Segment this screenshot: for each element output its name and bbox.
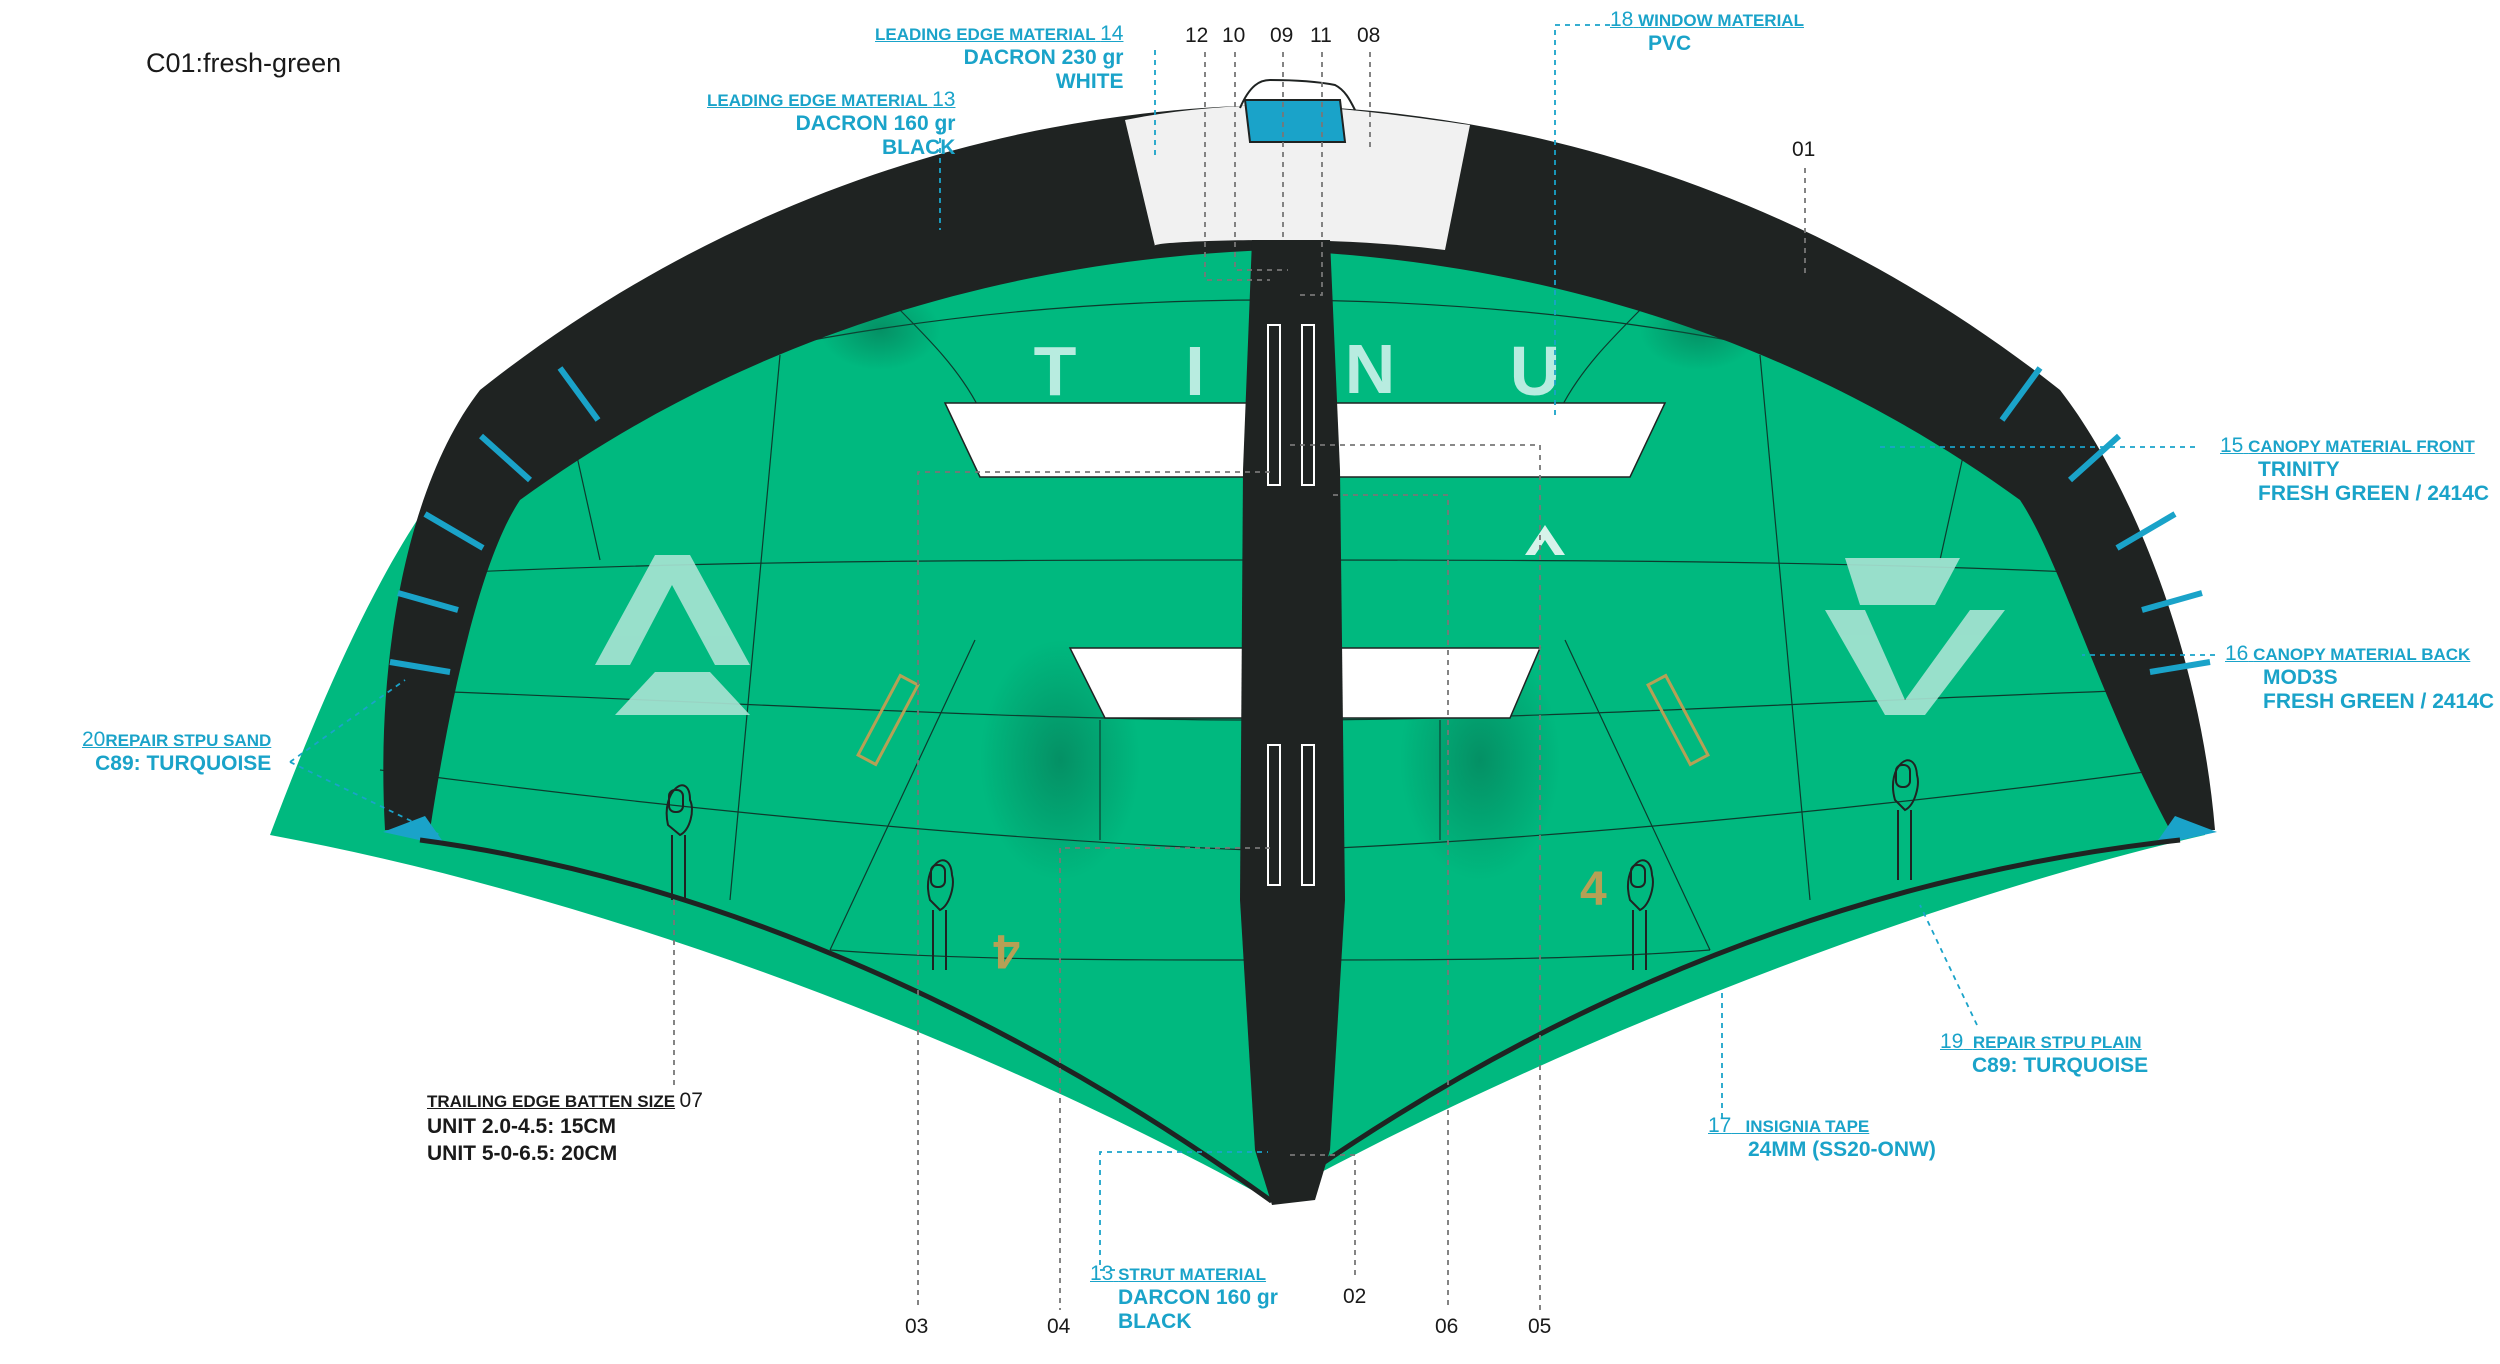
center-strut <box>1240 240 1345 1205</box>
strut-slots <box>1267 324 1315 886</box>
label-line: PVC <box>1648 32 1692 56</box>
brand-mark-small <box>1525 525 1565 555</box>
label-number: 13 <box>932 88 956 111</box>
label-line: BLACK <box>881 136 956 160</box>
part-number-02: 02 <box>1343 1285 1367 1308</box>
insignia-wordmarks <box>856 673 1710 767</box>
turquoise-bands <box>389 366 2211 675</box>
label-canopy-back: 16 CANOPY MATERIAL BACK MOD3S FRESH GREE… <box>2225 642 2494 714</box>
brand-logo-left <box>595 555 750 715</box>
valve-handle <box>1239 78 1356 111</box>
part-number-08: 08 <box>1357 24 1381 47</box>
part-number-03: 03 <box>905 1315 929 1338</box>
part-number-10: 10 <box>1222 24 1246 47</box>
label-title: REPAIR STPU PLAIN <box>1972 1033 2142 1052</box>
label-number: 18 <box>1610 8 1634 31</box>
canopy-letter-i: I <box>1185 332 1204 410</box>
label-leading-edge-black: LEADING EDGE MATERIAL 13 DACRON 160 gr B… <box>707 88 955 160</box>
canopy-letter-t: T <box>1034 332 1077 410</box>
insignia-number-right: 4 <box>1580 863 1607 916</box>
label-line: MOD3S <box>2263 666 2338 690</box>
label-title: CANOPY MATERIAL FRONT <box>2248 437 2475 456</box>
label-title: LEADING EDGE MATERIAL <box>875 25 1096 44</box>
label-title: REPAIR STPU SAND <box>105 731 272 750</box>
label-line: C89: TURQUOISE <box>95 752 272 776</box>
label-number: 19 <box>1940 1030 1964 1053</box>
label-canopy-front: 15 CANOPY MATERIAL FRONT TRINITY FRESH G… <box>2220 434 2489 506</box>
batten-line: UNIT 2.0-4.5: 15CM <box>427 1115 617 1138</box>
repair-patch-right <box>2154 816 2217 846</box>
label-title: LEADING EDGE MATERIAL <box>707 91 928 110</box>
label-line: TRINITY <box>2258 458 2340 482</box>
label-repair-sand: 20REPAIR STPU SAND C89: TURQUOISE <box>82 728 271 776</box>
part-number-06: 06 <box>1435 1315 1459 1338</box>
label-line: WHITE <box>1055 70 1124 94</box>
part-number-05: 05 <box>1528 1315 1552 1338</box>
label-line: FRESH GREEN / 2414C <box>2258 482 2490 506</box>
colorway-title: C01:fresh-green <box>146 48 342 78</box>
batten-number: 07 <box>679 1089 703 1112</box>
repair-patch-left <box>383 816 446 846</box>
label-title: WINDOW MATERIAL <box>1638 11 1804 30</box>
leading-edge-white <box>1125 105 1470 250</box>
part-number-01: 01 <box>1792 138 1816 161</box>
batten-line: UNIT 5-0-6.5: 20CM <box>427 1142 618 1166</box>
part-number-09: 09 <box>1270 24 1294 47</box>
part-leader-lines <box>673 52 1806 1310</box>
label-line: 24MM (SS20-ONW) <box>1748 1138 1936 1162</box>
label-line: DARCON 160 gr <box>1118 1286 1278 1310</box>
insignia-number-left: 4 <box>993 924 1020 977</box>
label-batten-size: TRAILING EDGE BATTEN SIZE 07 UNIT 2.0-4.… <box>427 1089 703 1168</box>
label-line: DACRON 160 gr <box>795 112 956 136</box>
brand-logo-right <box>1825 558 2005 715</box>
label-line: DACRON 230 gr <box>963 46 1124 70</box>
label-repair-plain: 19 REPAIR STPU PLAIN C89: TURQUOISE <box>1940 1030 2148 1078</box>
handles <box>665 759 1919 970</box>
canopy-letters: T I N U <box>1034 330 1561 410</box>
label-number: 17 <box>1708 1114 1732 1137</box>
canopy-letter-n: N <box>1345 330 1396 408</box>
label-window-material: 18 WINDOW MATERIAL PVC <box>1610 8 1804 56</box>
label-line: FRESH GREEN / 2414C <box>2263 690 2495 714</box>
material-leader-lines <box>289 24 2215 1271</box>
label-number: 14 <box>1100 22 1124 45</box>
leading-edge <box>383 105 2216 830</box>
window-top <box>1243 99 1347 143</box>
batten-title: TRAILING EDGE BATTEN SIZE <box>427 1092 676 1111</box>
label-number: 15 <box>2220 434 2244 457</box>
part-number-12: 12 <box>1185 24 1209 47</box>
label-title: INSIGNIA TAPE <box>1745 1117 1870 1136</box>
label-insignia-tape: 17 INSIGNIA TAPE 24MM (SS20-ONW) <box>1708 1114 1936 1162</box>
canopy-letter-u: U <box>1510 332 1561 410</box>
label-title: CANOPY MATERIAL BACK <box>2253 645 2471 664</box>
label-line: C89: TURQUOISE <box>1972 1054 2149 1078</box>
label-line: BLACK <box>1118 1310 1192 1334</box>
label-number: 20 <box>82 728 106 751</box>
label-number: 13 <box>1090 1262 1114 1285</box>
label-leading-edge-white: LEADING EDGE MATERIAL 14 DACRON 230 gr W… <box>875 22 1123 94</box>
part-number-11: 11 <box>1310 24 1332 47</box>
label-strut-material: 13 STRUT MATERIAL DARCON 160 gr BLACK <box>1090 1262 1278 1334</box>
part-number-04: 04 <box>1047 1315 1071 1338</box>
label-number: 16 <box>2225 642 2249 665</box>
insignia: 4 4 <box>993 863 1607 977</box>
label-title: STRUT MATERIAL <box>1118 1265 1267 1284</box>
